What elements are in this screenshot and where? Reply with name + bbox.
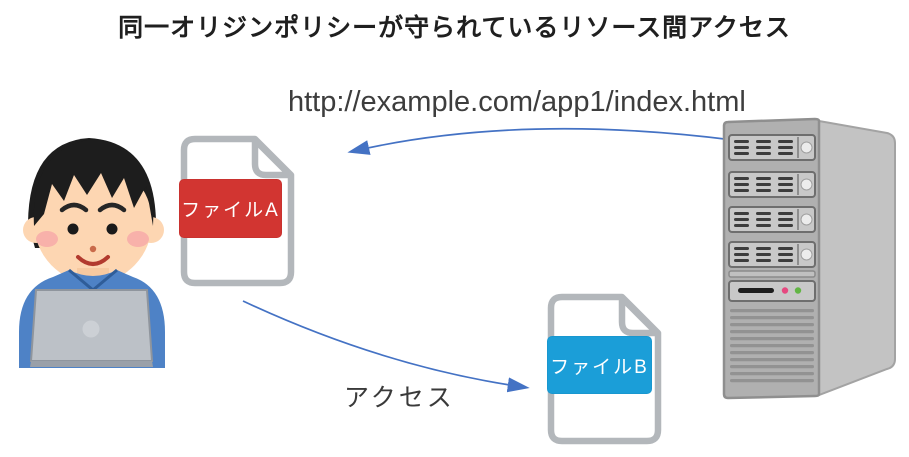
file-b-label: ファイルB bbox=[547, 336, 652, 394]
url-label: http://example.com/app1/index.html bbox=[288, 86, 746, 118]
access-arrow bbox=[242, 300, 530, 393]
server-vents bbox=[730, 309, 814, 383]
server-led-panel bbox=[728, 280, 816, 302]
server-led-green bbox=[794, 287, 802, 294]
diagram-title: 同一オリジンポリシーが守られているリソース間アクセス bbox=[118, 14, 791, 42]
fetch-arrow bbox=[347, 127, 734, 155]
file-b-icon: ファイルB bbox=[544, 291, 666, 449]
server-led-red bbox=[781, 287, 789, 294]
server-drive-bays bbox=[728, 134, 816, 268]
file-a-label: ファイルA bbox=[179, 179, 282, 238]
person-at-laptop-illustration bbox=[19, 138, 165, 368]
server-tower-illustration bbox=[722, 117, 896, 400]
file-a-icon: ファイルA bbox=[177, 133, 299, 291]
access-label: アクセス bbox=[344, 384, 455, 412]
